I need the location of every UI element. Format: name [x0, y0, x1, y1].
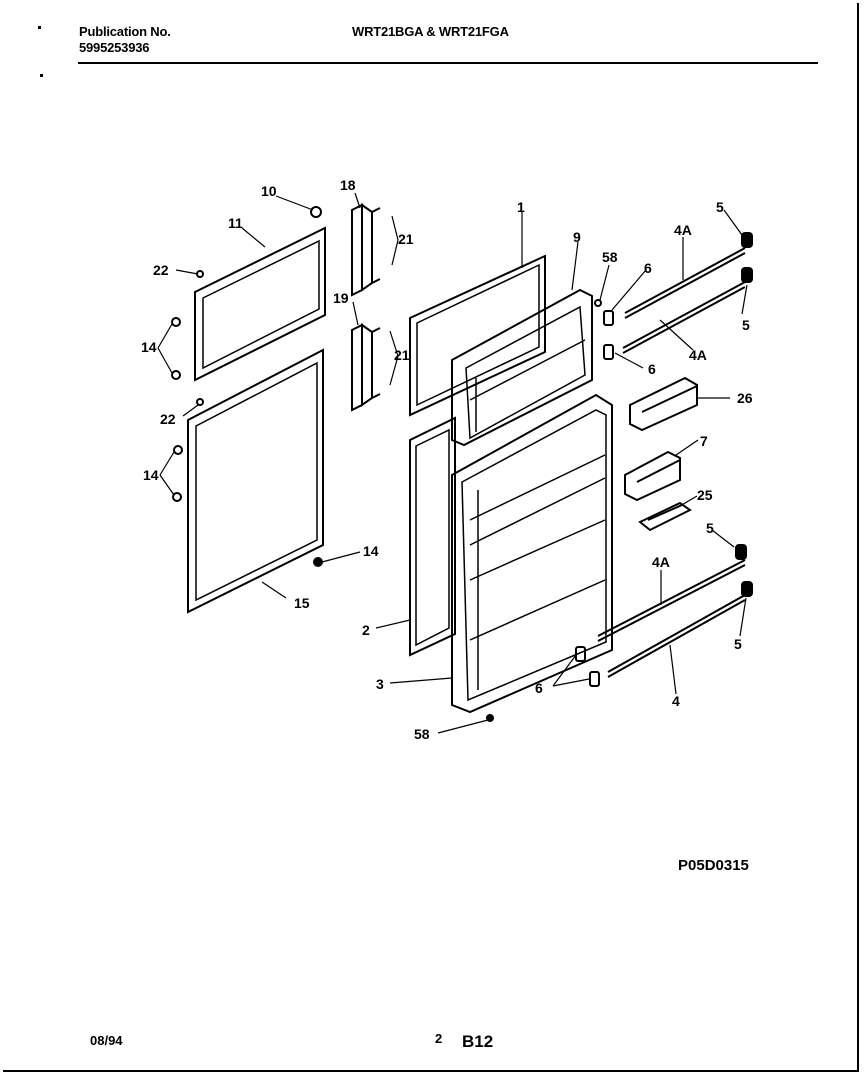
freezer-door-liner: [451, 288, 593, 447]
callout-5: 5: [706, 520, 714, 536]
callout-18: 18: [340, 177, 356, 193]
shelf-rail-bottom-2: [607, 594, 746, 678]
callout-3: 3: [376, 676, 384, 692]
callout-5: 5: [716, 199, 724, 215]
door-bin-26: [629, 376, 698, 432]
publication-label: Publication No.: [79, 24, 171, 39]
callout-14: 14: [143, 467, 159, 483]
header-rule: [78, 62, 818, 64]
footer-section: B12: [462, 1032, 494, 1051]
callout-4a: 4A: [674, 222, 692, 238]
shelf-rail-top-1: [624, 247, 746, 319]
footer-page: 2: [435, 1031, 443, 1046]
callout-6: 6: [648, 361, 656, 377]
publication-number: 5995253936: [79, 40, 150, 55]
shelf-rail-bottom-1: [597, 559, 746, 642]
callout-5: 5: [734, 636, 742, 652]
callout-6: 6: [644, 260, 652, 276]
callout-25: 25: [697, 487, 713, 503]
egg-tray-25: [638, 501, 692, 532]
page-border: [3, 3, 859, 1072]
callout-7: 7: [700, 433, 708, 449]
callout-2: 2: [362, 622, 370, 638]
fresh-food-door-liner: [451, 393, 613, 714]
callout-22: 22: [153, 262, 169, 278]
callout-11: 11: [228, 215, 243, 231]
callout-15: 15: [294, 595, 310, 611]
callout-58: 58: [414, 726, 430, 742]
callout-1: 1: [517, 199, 525, 215]
shelf-rail-top-2: [622, 281, 746, 354]
callout-14: 14: [363, 543, 379, 559]
callout-5: 5: [742, 317, 750, 333]
model-numbers: WRT21BGA & WRT21FGA: [352, 24, 509, 39]
callout-21: 21: [398, 231, 414, 247]
callout-4a: 4A: [689, 347, 707, 363]
footer-date: 08/94: [90, 1033, 123, 1048]
callout-4a: 4A: [652, 554, 670, 570]
trim-strip-18: [351, 203, 381, 297]
callout-22: 22: [160, 411, 176, 427]
freezer-door-gasket: [409, 254, 546, 417]
fresh-food-gasket-frame: [187, 348, 324, 614]
callout-6: 6: [535, 680, 543, 696]
callout-26: 26: [737, 390, 753, 406]
callout-19: 19: [333, 290, 349, 306]
callout-21: 21: [394, 347, 410, 363]
callout-14: 14: [141, 339, 157, 355]
callout-9: 9: [573, 229, 581, 245]
margin-mark: [40, 74, 43, 77]
figure-code: P05D0315: [678, 857, 749, 874]
trim-strip-19: [351, 323, 381, 412]
callout-10: 10: [261, 183, 277, 199]
freezer-gasket-frame: [194, 226, 326, 382]
door-shelf-7: [624, 450, 681, 502]
callout-58: 58: [602, 249, 618, 265]
margin-mark: [38, 26, 41, 29]
callout-4: 4: [672, 693, 680, 709]
fresh-food-door-gasket: [409, 416, 456, 657]
